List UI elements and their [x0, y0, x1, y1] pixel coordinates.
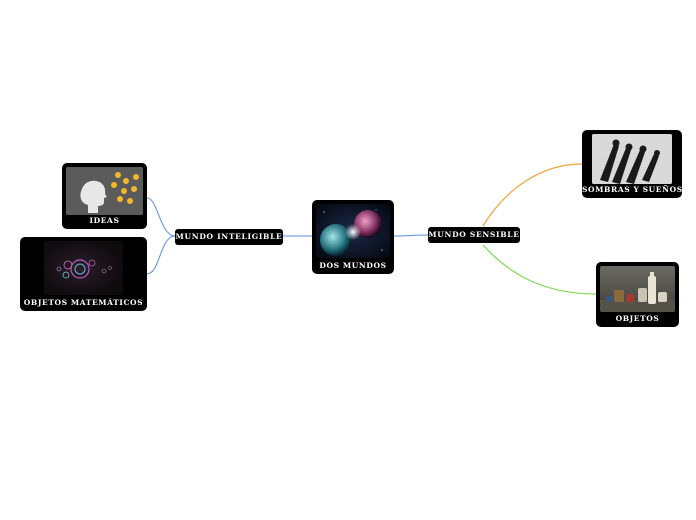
connector-center-right	[393, 234, 429, 237]
sombras-y-suenos-node[interactable]: SOMBRAS Y SUEÑOS	[582, 130, 682, 198]
ideas-node[interactable]: IDEAS	[62, 163, 147, 229]
fractal-image	[44, 241, 123, 295]
shadows-image	[592, 134, 672, 184]
connector-left-objetos-matematicos	[146, 235, 176, 275]
connector-right-objetos	[482, 244, 597, 295]
sombras-y-suenos-node-label: SOMBRAS Y SUEÑOS	[582, 185, 683, 194]
objetos-node-label: OBJETOS	[615, 314, 660, 323]
connector-right-sombras	[482, 163, 583, 227]
still-life-objects-image	[600, 266, 675, 312]
mundo-inteligible-node[interactable]: MUNDO INTELIGIBLE	[175, 229, 283, 245]
connector-left-ideas	[146, 197, 176, 237]
objetos-matematicos-node[interactable]: OBJETOS MATEMÁTICOS	[20, 237, 147, 311]
ideas-node-label: IDEAS	[89, 216, 120, 225]
objetos-node[interactable]: OBJETOS	[596, 262, 679, 327]
mundo-sensible-node[interactable]: MUNDO SENSIBLE	[428, 227, 520, 243]
objetos-matematicos-node-label: OBJETOS MATEMÁTICOS	[23, 298, 144, 307]
head-with-lightbulbs-image	[66, 167, 143, 215]
central-node-label: DOS MUNDOS	[319, 261, 387, 270]
planets-colliding-image	[316, 204, 390, 258]
central-node[interactable]: DOS MUNDOS	[312, 200, 394, 274]
